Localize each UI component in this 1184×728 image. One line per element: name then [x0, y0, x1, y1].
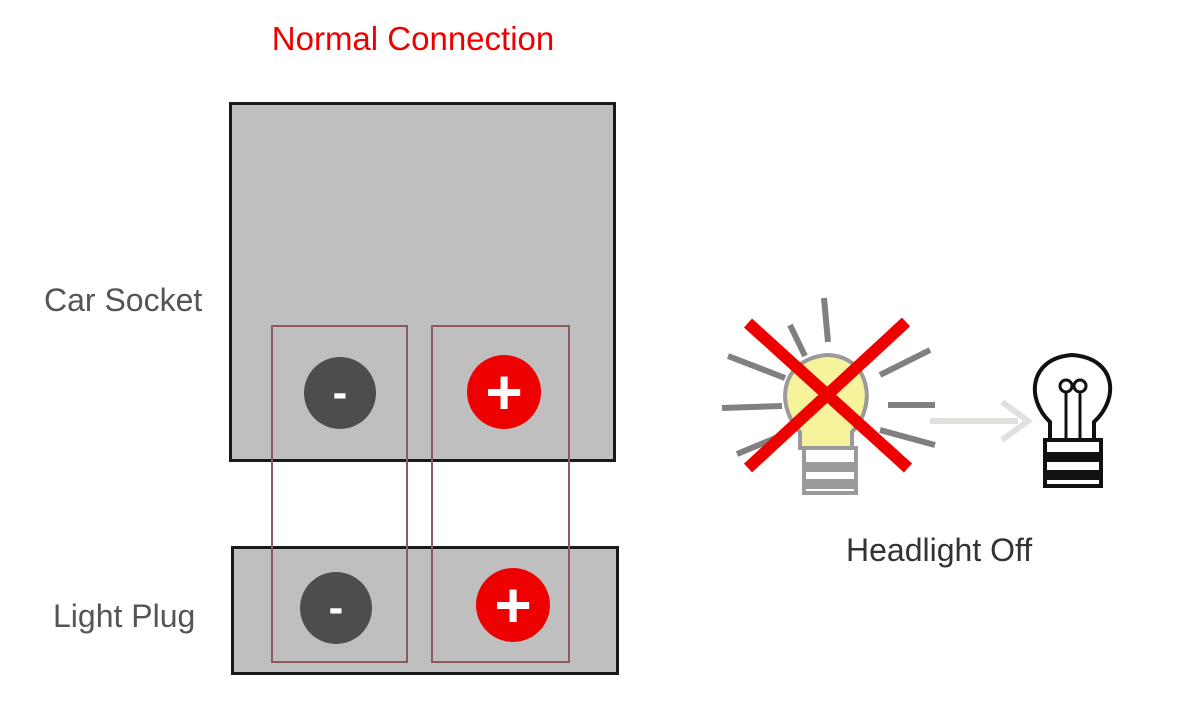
light-plug-label: Light Plug — [53, 598, 196, 634]
plug-negative-pin: - — [300, 572, 372, 644]
diagram-title: Normal Connection — [271, 20, 555, 57]
socket-positive-pin: + — [467, 355, 541, 429]
socket-negative-pin: - — [304, 357, 376, 429]
light-plug — [231, 546, 619, 675]
socket-positive-symbol: + — [485, 356, 523, 428]
plug-positive-pin: + — [476, 568, 550, 642]
socket-negative-symbol: - — [332, 368, 348, 417]
plug-positive-symbol: + — [494, 569, 532, 641]
positive-alignment-guide — [431, 325, 570, 663]
headlight-status-label: Headlight Off — [846, 532, 1033, 568]
plug-negative-symbol: - — [328, 583, 344, 632]
car-socket — [229, 102, 616, 462]
negative-alignment-guide — [271, 325, 408, 663]
car-socket-label: Car Socket — [44, 282, 203, 318]
